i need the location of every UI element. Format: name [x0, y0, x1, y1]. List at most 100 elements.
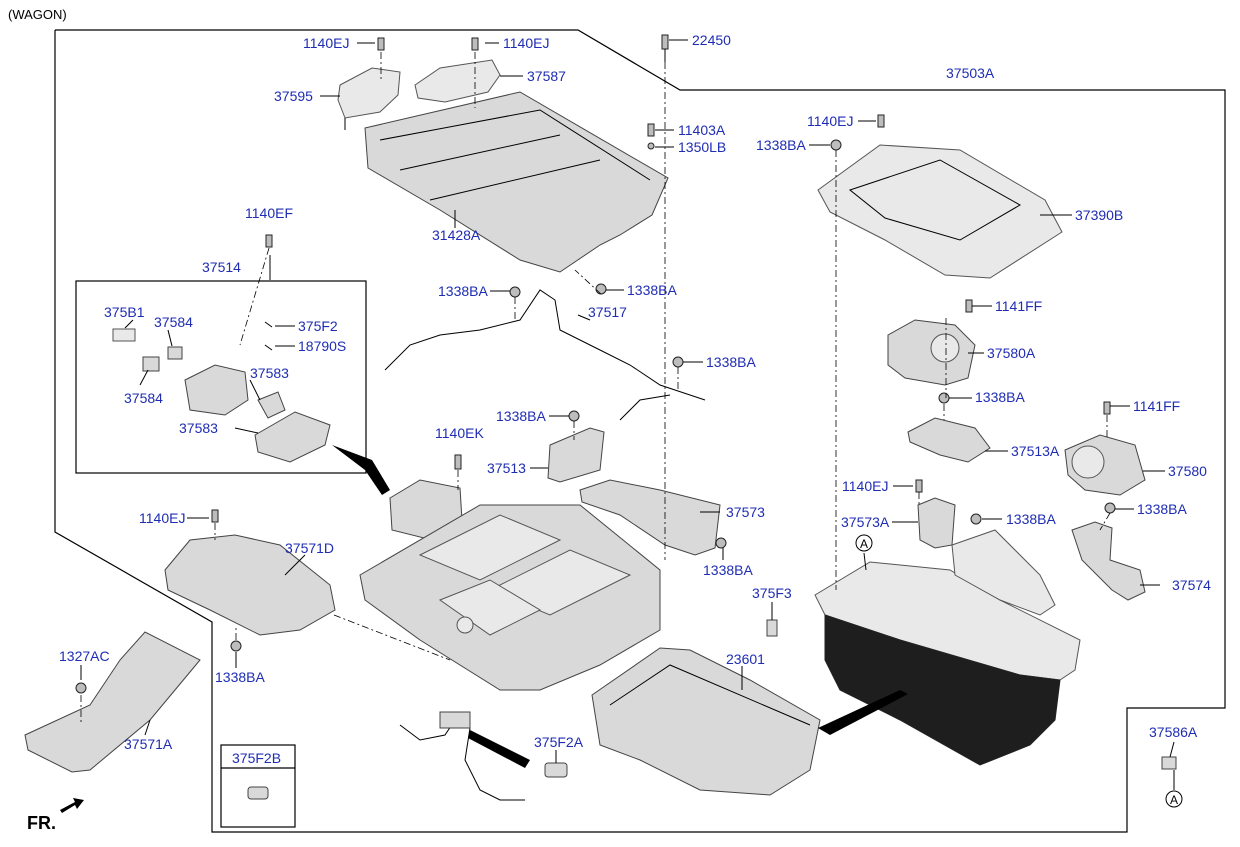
sensor-box-shape [439, 711, 471, 729]
label-375f2[interactable]: 375F2 [298, 318, 338, 334]
sensor-harness-shape [399, 719, 525, 801]
tray-37390b-shape [817, 144, 1063, 279]
detail-box-label: 375F2B [232, 750, 281, 766]
duct-rear-shape [951, 529, 1056, 616]
variant-header: (WAGON) [8, 7, 67, 22]
front-direction-indicator: FR. [27, 798, 84, 833]
label-1338ba-b[interactable]: 1338BA [438, 283, 488, 299]
label-1140ej-e[interactable]: 1140EJ [139, 510, 185, 526]
label-18790s[interactable]: 18790S [298, 338, 346, 354]
duct-37571a-shape [24, 631, 201, 773]
label-37514[interactable]: 37514 [202, 259, 241, 275]
label-37513[interactable]: 37513 [487, 460, 526, 476]
label-1338ba-h[interactable]: 1338BA [1006, 511, 1056, 527]
pack-cap [456, 616, 474, 634]
label-37584-a[interactable]: 37584 [154, 314, 193, 330]
callout-arrow-bottom [468, 730, 530, 768]
fuse-375b1-shape [112, 328, 136, 342]
connector-375f2a-shape [544, 762, 568, 778]
fasteners [75, 34, 1116, 694]
label-1140ek[interactable]: 1140EK [435, 425, 484, 441]
label-1338ba-g[interactable]: 1338BA [1137, 501, 1187, 517]
label-37587[interactable]: 37587 [527, 68, 566, 84]
relay-37583-lower-shape [254, 411, 331, 463]
label-37580a[interactable]: 37580A [987, 345, 1036, 361]
label-375b1[interactable]: 375B1 [104, 304, 145, 320]
bracket-37513a-shape [907, 417, 991, 463]
label-37517[interactable]: 37517 [588, 304, 627, 320]
label-1338ba-j[interactable]: 1338BA [215, 669, 265, 685]
label-1338ba-i[interactable]: 1338BA [703, 562, 753, 578]
label-1338ba-a[interactable]: 1338BA [756, 137, 806, 153]
label-37583-a[interactable]: 37583 [250, 365, 289, 381]
top-cover-31428a-shape [364, 91, 669, 273]
relay-subassembly-box [75, 280, 367, 474]
bracket-37513-shape [547, 427, 605, 483]
connector-37586a-shape [1161, 756, 1177, 770]
label-37571a[interactable]: 37571A [124, 736, 173, 752]
label-1140ej-c[interactable]: 1140EJ [807, 113, 853, 129]
label-375f2a[interactable]: 375F2A [534, 734, 584, 750]
label-23601[interactable]: 23601 [726, 651, 765, 667]
case-body-shape [824, 614, 1061, 766]
label-37586a[interactable]: 37586A [1149, 724, 1198, 740]
label-37584-b[interactable]: 37584 [124, 390, 163, 406]
label-1338ba-d[interactable]: 1338BA [706, 354, 756, 370]
detail-box-375f2b: 375F2B [220, 744, 296, 828]
label-1338ba-e[interactable]: 1338BA [975, 389, 1025, 405]
duct-37573a-shape [917, 497, 956, 549]
callout-arrow-left [332, 445, 390, 495]
ref-marker-lower: A [1165, 790, 1183, 808]
relay-37584-bottom-shape [142, 356, 160, 372]
fr-label: FR. [27, 813, 56, 833]
ref-marker-a-lower: A [1170, 793, 1178, 807]
label-1338ba-c[interactable]: 1338BA [627, 282, 677, 298]
label-1140ef[interactable]: 1140EF [245, 205, 293, 221]
label-37503a[interactable]: 37503A [946, 65, 995, 81]
blower-fan-a [930, 333, 960, 363]
blower-fan-b [1071, 445, 1105, 479]
label-1350lb[interactable]: 1350LB [678, 139, 726, 155]
connector-icon [247, 786, 269, 800]
label-1338ba-f[interactable]: 1338BA [496, 408, 546, 424]
part-labels: 1140EJ 1140EJ 22450 37503A 37595 37587 1… [59, 32, 1211, 752]
callout-arrow-right [818, 690, 908, 735]
leader-lines [80, 39, 1175, 790]
relay-37584-top-shape [167, 346, 183, 360]
label-31428a[interactable]: 31428A [432, 227, 481, 243]
duct-37574-shape [1071, 521, 1146, 601]
label-37390b[interactable]: 37390B [1075, 207, 1123, 223]
module-top-a [418, 514, 562, 581]
label-37573[interactable]: 37573 [726, 504, 765, 520]
label-37571d[interactable]: 37571D [285, 540, 334, 556]
label-37513a[interactable]: 37513A [1011, 443, 1060, 459]
label-37583-b[interactable]: 37583 [179, 420, 218, 436]
label-375f3[interactable]: 375F3 [752, 585, 792, 601]
duct-37573-shape [579, 479, 721, 556]
bracket-37587-shape [414, 59, 501, 103]
lower-tray-23601-shape [591, 647, 821, 796]
assembly-frame [54, 29, 1226, 833]
label-1141ff-b[interactable]: 1141FF [1133, 398, 1180, 414]
label-1141ff-a[interactable]: 1141FF [995, 298, 1042, 314]
ref-marker-a-upper: A [860, 537, 868, 551]
label-11403a[interactable]: 11403A [678, 122, 726, 138]
bracket-375f3-shape [766, 619, 778, 637]
label-1140ej-a[interactable]: 1140EJ [303, 35, 349, 51]
label-37580[interactable]: 37580 [1168, 463, 1207, 479]
label-1327ac[interactable]: 1327AC [59, 648, 110, 664]
bracket-37595-shape [337, 67, 401, 119]
label-37595[interactable]: 37595 [274, 88, 313, 104]
relay-37583-upper-shape [257, 391, 286, 419]
label-37574[interactable]: 37574 [1172, 577, 1211, 593]
relay-block-shape [184, 364, 249, 416]
label-37573a[interactable]: 37573A [841, 514, 890, 530]
assembly-lines [80, 52, 1111, 725]
label-22450[interactable]: 22450 [692, 32, 731, 48]
harness-37517-shape [384, 289, 706, 401]
label-1140ej-d[interactable]: 1140EJ [842, 478, 888, 494]
duct-37571d-shape [164, 534, 336, 636]
label-1140ej-b[interactable]: 1140EJ [503, 35, 549, 51]
arrow-icon [60, 798, 84, 813]
